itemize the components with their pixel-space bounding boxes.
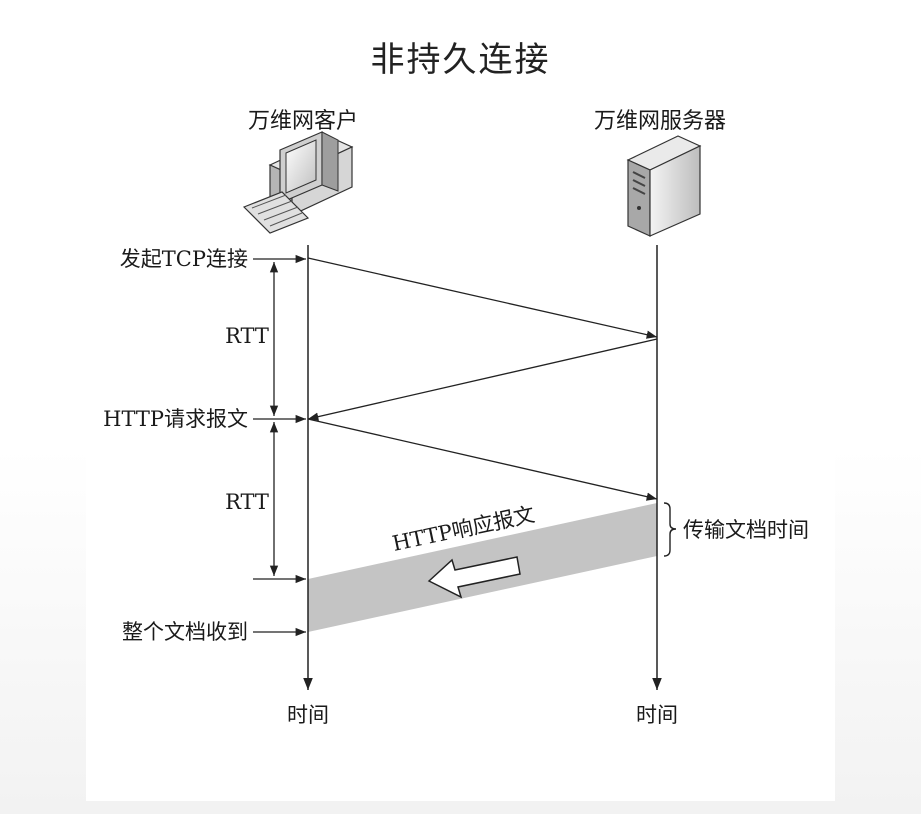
- client-time-label: 时间: [287, 703, 329, 727]
- transfer-time-label: 传输文档时间: [683, 518, 809, 542]
- rtt1-label: RTT: [225, 324, 269, 348]
- syn-message-arrow: [307, 257, 658, 339]
- http-request-label: HTTP请求报文: [103, 407, 248, 431]
- client-label: 万维网客户: [248, 109, 358, 134]
- request-message-arrow: [307, 418, 658, 501]
- server-label: 万维网服务器: [594, 109, 726, 134]
- diagram-panel: [86, 101, 835, 801]
- ack-message-arrow: [307, 338, 658, 421]
- client-computer-icon: [242, 131, 354, 234]
- rtt2-label: RTT: [225, 490, 269, 514]
- response-direction-arrow: [427, 556, 521, 599]
- page-title: 非持久连接: [370, 40, 551, 80]
- server-tower-icon: [626, 135, 702, 237]
- document-received-label: 整个文档收到: [122, 620, 248, 644]
- transfer-time-brace: [663, 502, 677, 557]
- tcp-connect-label: 发起TCP连接: [120, 247, 248, 271]
- server-time-label: 时间: [636, 703, 678, 727]
